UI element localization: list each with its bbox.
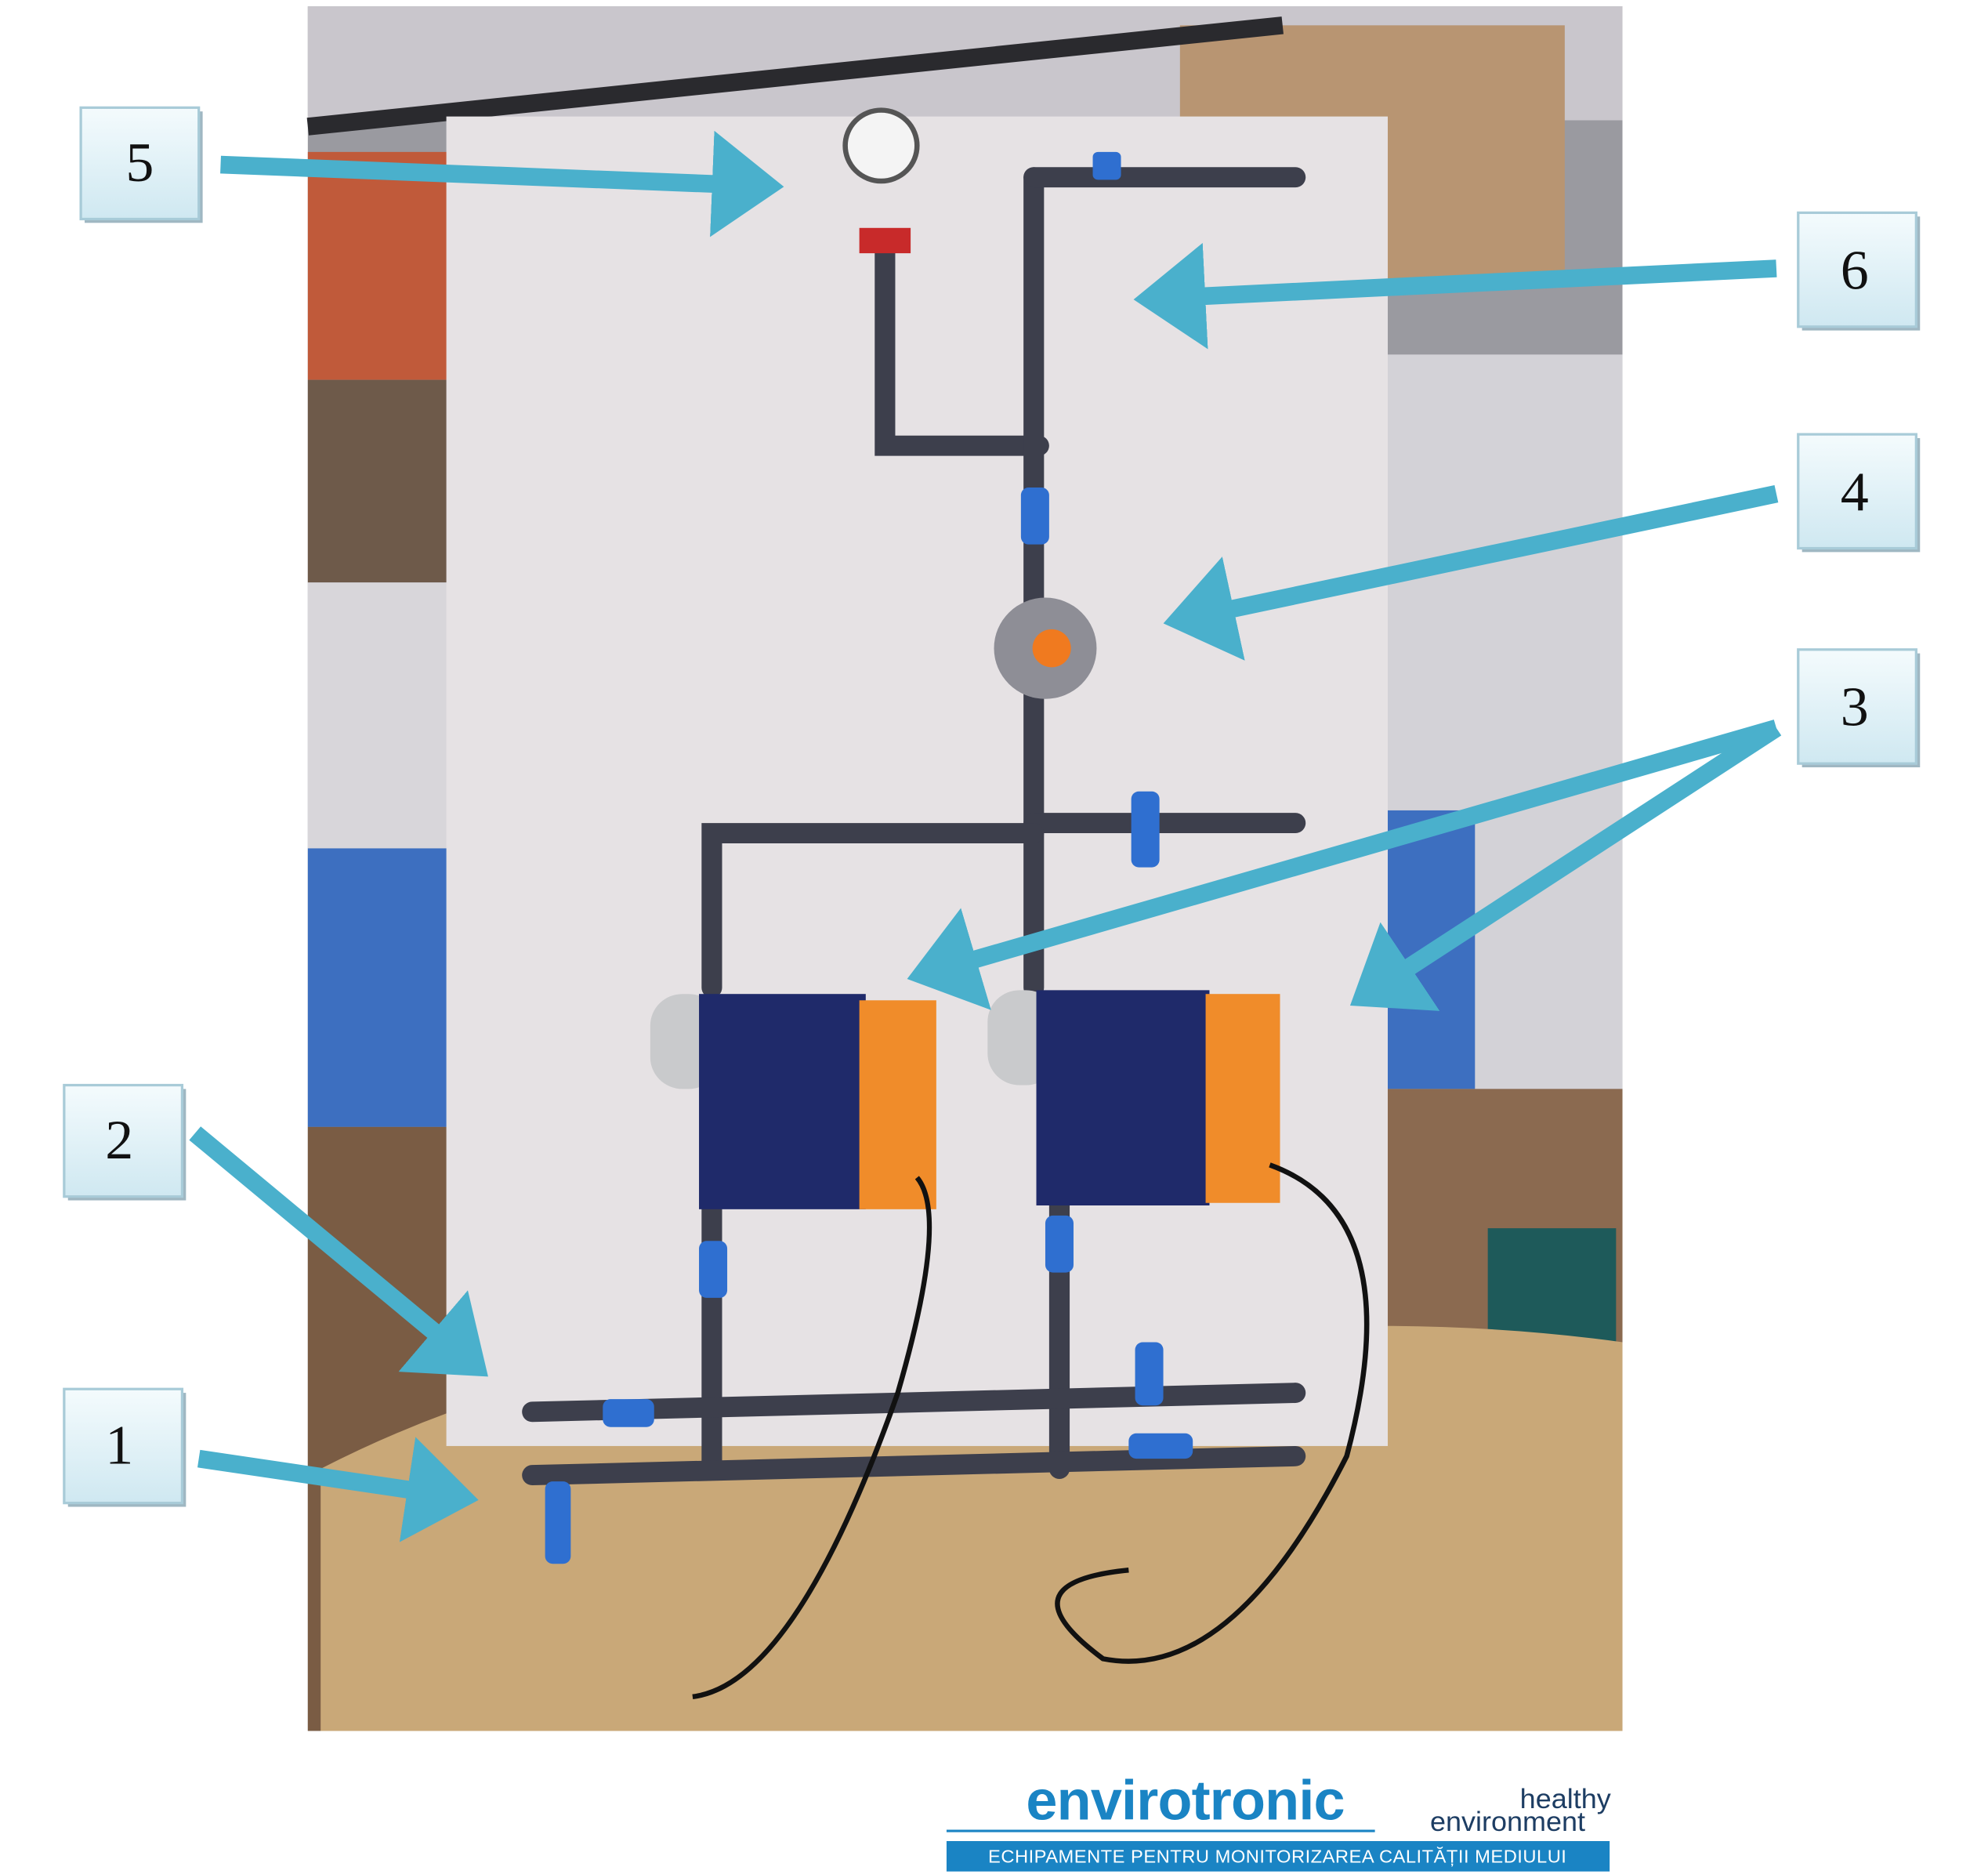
logo-tagline-1: healthy: [1520, 1783, 1611, 1814]
blue-cabinet: [307, 848, 449, 1127]
callout-label: 5: [125, 132, 154, 193]
logo-brand: envirotronic: [1026, 1770, 1344, 1832]
callout-3: 3: [1797, 648, 1921, 768]
mounting-panel: [446, 116, 1388, 1446]
callout-1: 1: [63, 1387, 186, 1507]
callout-arrows: [189, 130, 1782, 1542]
callout-label: 4: [1841, 461, 1869, 522]
logo-tagline-2: environment: [1430, 1806, 1585, 1837]
dosing-pump-left: [650, 994, 936, 1209]
logo-banner: [946, 1840, 1610, 1872]
callout-5: 5: [79, 106, 203, 223]
callout-label: 6: [1841, 240, 1869, 301]
callout-4: 4: [1797, 433, 1921, 553]
arrow-5: [220, 130, 784, 237]
callout-label: 3: [1841, 676, 1869, 738]
arrow-2: [189, 1126, 488, 1377]
arrow-1: [197, 1437, 479, 1542]
callout-6: 6: [1797, 211, 1921, 331]
callout-label: 1: [105, 1415, 133, 1476]
pipework: [522, 167, 1306, 1486]
arrow-3b: [1349, 720, 1782, 1011]
equipment-photo: [306, 6, 1623, 1731]
logo-banner-text: ECHIPAMENTE PENTRU MONITORIZAREA CALITĂȚ…: [988, 1847, 1566, 1867]
ball-valves: [545, 151, 1193, 1564]
callout-label: 2: [105, 1110, 133, 1171]
arrow-3a: [907, 720, 1780, 1010]
callout-2: 2: [63, 1083, 186, 1201]
arrow-6: [1133, 242, 1777, 350]
dosing-pump-right: [987, 990, 1280, 1205]
pressure-gauge: [842, 107, 920, 184]
envirotronic-logo: envirotronic healthy environment ECHIPAM…: [946, 1770, 1611, 1872]
arrow-4: [1163, 485, 1779, 661]
